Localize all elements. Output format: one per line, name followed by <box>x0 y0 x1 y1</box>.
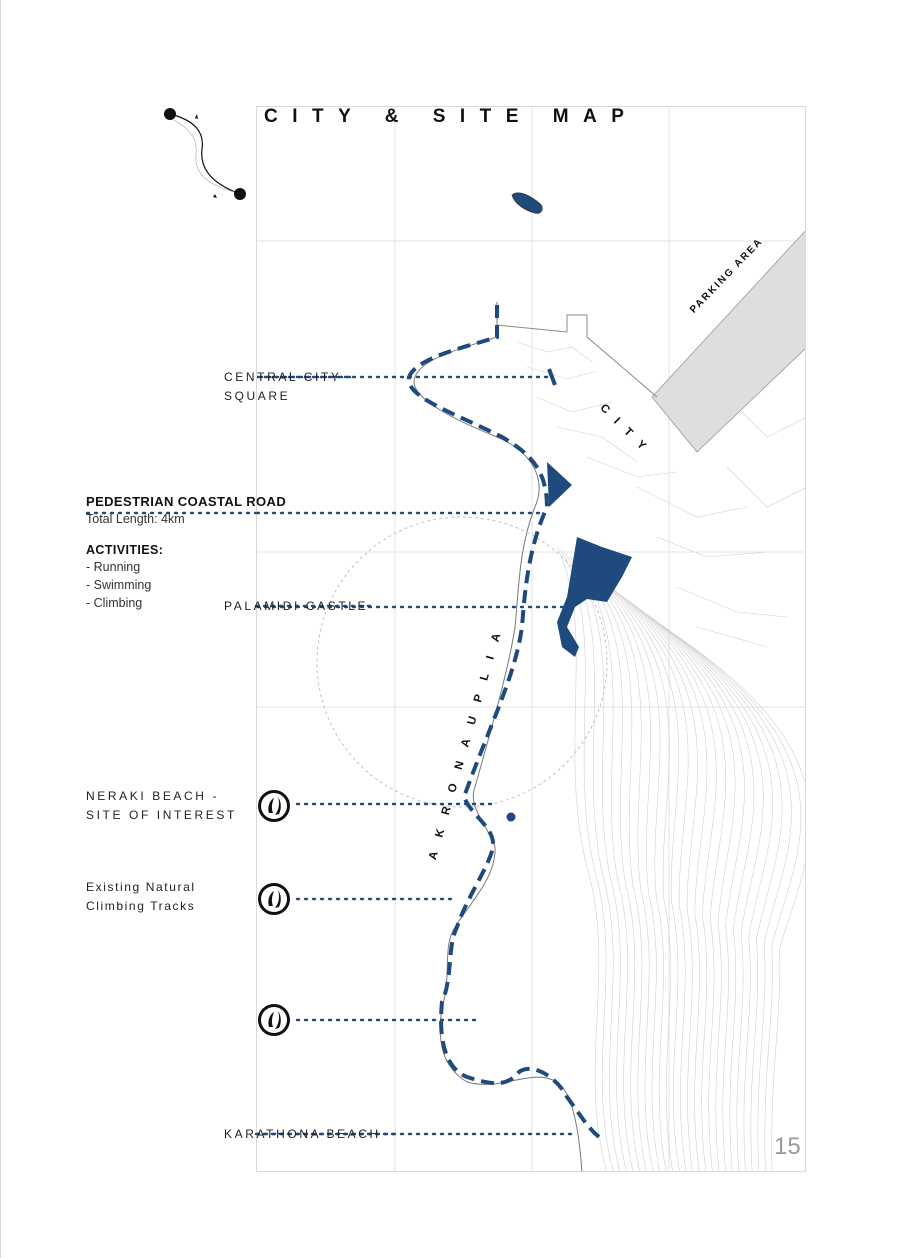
coastline <box>413 302 583 1171</box>
road-title: PEDESTRIAN COASTAL ROAD <box>86 494 287 509</box>
square-route-stub <box>547 368 557 386</box>
contour-line <box>561 550 614 1171</box>
karathona-label: KARATHONA BEACH <box>224 1127 381 1141</box>
climbing-line2: Climbing Tracks <box>86 899 196 913</box>
map-title: CITY & SITE MAP <box>264 106 639 127</box>
contour-line <box>609 586 689 1171</box>
city-blocks <box>516 341 805 648</box>
contour-line <box>658 622 792 1171</box>
contour-line <box>583 566 647 1171</box>
bourtzi-island <box>511 192 543 214</box>
contour-line <box>556 546 607 1171</box>
contour-line <box>653 619 783 1171</box>
contour-line <box>614 589 698 1171</box>
contour-line <box>666 629 805 1171</box>
contour-line <box>618 592 708 1171</box>
parking-area <box>651 230 805 453</box>
square-wedge <box>547 462 572 507</box>
topography-contours <box>556 546 805 1171</box>
activities-list: - Running - Swimming - Climbing <box>86 558 151 612</box>
neraki-point <box>506 812 516 822</box>
compass-icon <box>164 108 246 200</box>
contour-line <box>662 625 802 1171</box>
contour-line <box>591 573 660 1171</box>
activity-item: - Climbing <box>86 596 143 610</box>
road-length: Total Length: 4km <box>86 512 185 526</box>
central-square-label: CENTRAL CITY SQUARE <box>224 368 341 406</box>
foot-icon[interactable] <box>258 883 290 915</box>
contour-line <box>596 576 667 1171</box>
contour-line <box>627 599 726 1171</box>
contour-line <box>605 583 680 1171</box>
contour-line <box>649 616 773 1171</box>
harbour-wall <box>496 314 658 398</box>
climbing-line1: Existing Natural <box>86 880 196 894</box>
neraki-line2: SITE OF INTEREST <box>86 808 237 822</box>
contour-line <box>578 563 640 1171</box>
contour-line <box>587 569 654 1171</box>
activity-item: - Running <box>86 560 141 574</box>
site-map <box>256 106 806 1172</box>
contour-line <box>640 609 755 1171</box>
foot-icon[interactable] <box>258 790 290 822</box>
palamidi-label: PALAMIDI CASTLE <box>224 599 369 613</box>
neraki-label: NERAKI BEACH - SITE OF INTEREST <box>86 787 237 825</box>
neraki-line1: NERAKI BEACH - <box>86 789 220 803</box>
page-edge <box>0 0 1 1258</box>
contour-line <box>600 579 673 1171</box>
activities-title: ACTIVITIES: <box>86 543 164 557</box>
contour-line <box>574 560 634 1171</box>
climbing-label: Existing Natural Climbing Tracks <box>86 878 196 916</box>
contour-line <box>631 602 736 1171</box>
page-number: 15 <box>774 1133 801 1160</box>
contour-line <box>569 556 627 1171</box>
contour-line <box>636 606 745 1171</box>
coastal-route <box>406 305 601 1139</box>
contour-line <box>622 596 717 1171</box>
foot-icon[interactable] <box>258 1004 290 1036</box>
activity-item: - Swimming <box>86 578 152 592</box>
leader-lines-map <box>257 375 577 1136</box>
contour-line <box>644 612 764 1171</box>
central-square-line2: SQUARE <box>224 389 291 403</box>
walking-radius <box>316 516 608 808</box>
map-canvas <box>257 107 805 1171</box>
map-grid <box>257 107 805 1171</box>
palamidi-castle-fill <box>557 537 632 657</box>
contour-line <box>565 553 621 1171</box>
central-square-line1: CENTRAL CITY <box>224 370 342 384</box>
